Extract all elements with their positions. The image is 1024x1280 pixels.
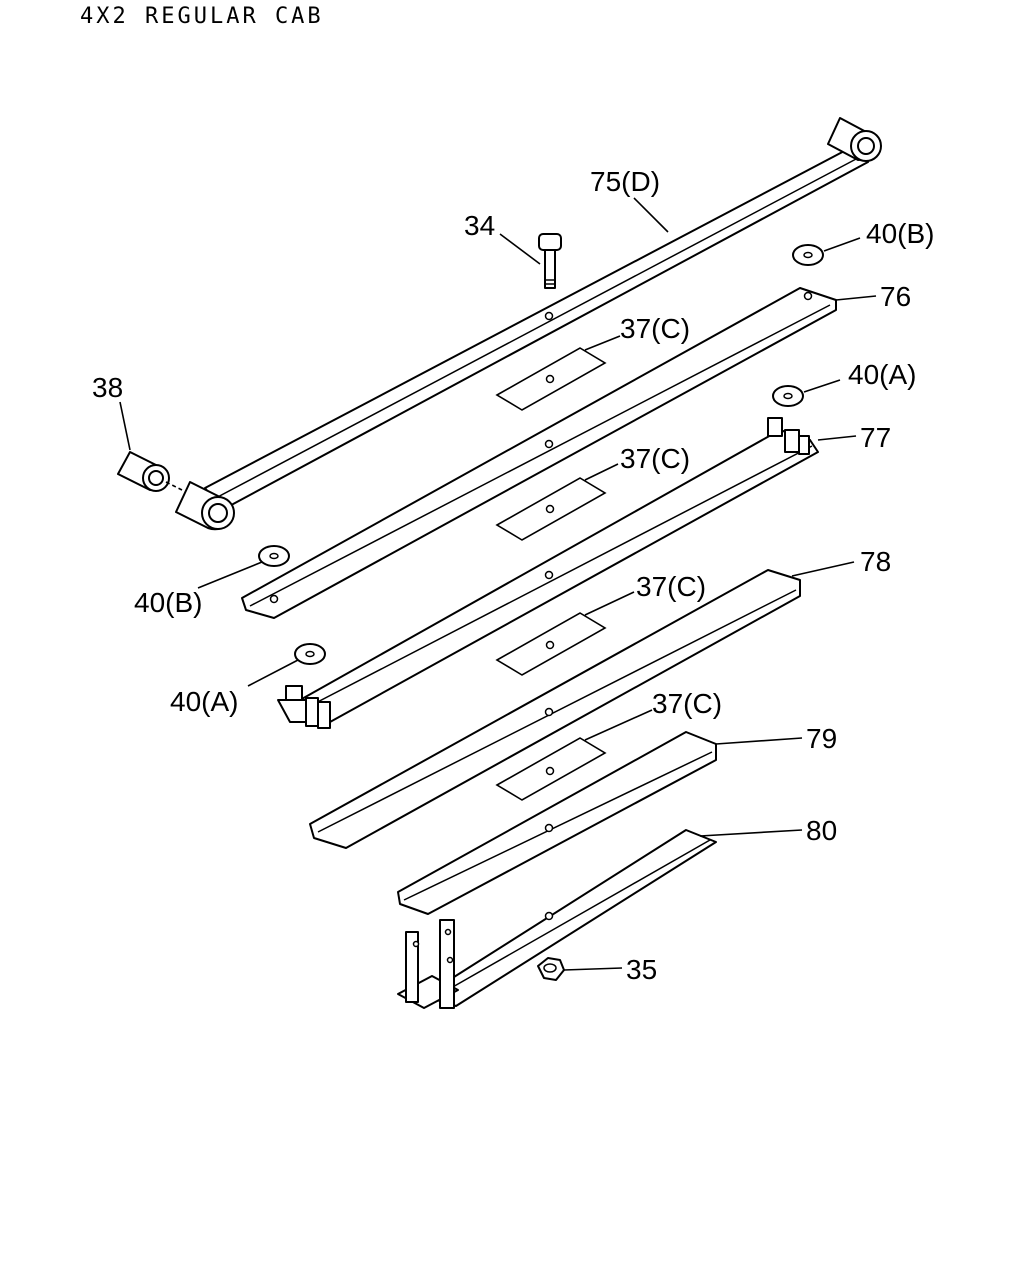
callout-76: 76 bbox=[880, 281, 911, 312]
washer-40b-left bbox=[258, 545, 290, 567]
callout-75: 75(D) bbox=[590, 166, 660, 197]
callout-37-1: 37(C) bbox=[620, 313, 690, 344]
insert-pad-37-4 bbox=[495, 737, 607, 801]
clip-front bbox=[277, 685, 331, 729]
callout-40b-top: 40(B) bbox=[866, 218, 934, 249]
page-title: 4X2 REGULAR CAB bbox=[80, 4, 324, 29]
washer-40b-top bbox=[792, 244, 824, 266]
leaf-77 bbox=[277, 417, 819, 729]
callout-80: 80 bbox=[806, 815, 837, 846]
callout-40a-left: 40(A) bbox=[170, 686, 238, 717]
callout-40a-top: 40(A) bbox=[848, 359, 916, 390]
washer-40a-top bbox=[772, 385, 804, 407]
leader-lines bbox=[119, 197, 877, 971]
callout-79: 79 bbox=[806, 723, 837, 754]
leaf-79 bbox=[397, 731, 717, 915]
insert-pad-37-3 bbox=[495, 612, 607, 676]
callout-37-4: 37(C) bbox=[652, 688, 722, 719]
callout-77: 77 bbox=[860, 422, 891, 453]
callout-37-2: 37(C) bbox=[620, 443, 690, 474]
insert-pad-37-2 bbox=[495, 477, 607, 541]
nut-35 bbox=[537, 957, 565, 981]
callout-78: 78 bbox=[860, 546, 891, 577]
spring-bracket bbox=[397, 919, 459, 1009]
rear-eye bbox=[827, 117, 882, 162]
bushing-38 bbox=[117, 451, 183, 492]
center-bolt-34 bbox=[538, 233, 562, 289]
callout-37-3: 37(C) bbox=[636, 571, 706, 602]
callout-34: 34 bbox=[464, 210, 495, 241]
washer-40a-left bbox=[294, 643, 326, 665]
insert-pad-37-1 bbox=[495, 347, 607, 411]
callout-40b-left: 40(B) bbox=[134, 587, 202, 618]
main-leaf-75 bbox=[175, 117, 882, 531]
callout-35: 35 bbox=[626, 954, 657, 985]
front-eye bbox=[175, 481, 235, 531]
callout-38: 38 bbox=[92, 372, 123, 403]
leaf-78 bbox=[309, 569, 801, 849]
leaf-76 bbox=[241, 287, 837, 619]
clip-rear bbox=[767, 417, 810, 455]
